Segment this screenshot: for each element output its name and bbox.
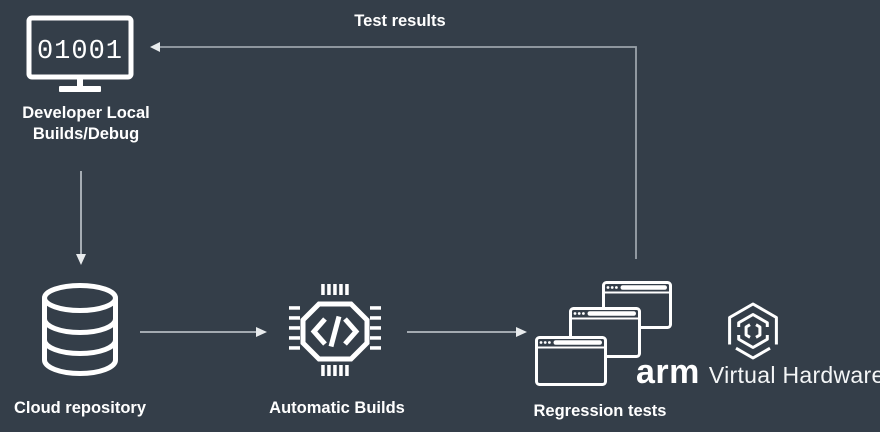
developer-label: Developer Local Builds/Debug — [4, 103, 168, 145]
code-bracket-right — [343, 317, 360, 346]
code-bracket-left — [310, 317, 327, 346]
code-slash — [328, 315, 342, 348]
stacked-windows-icon — [535, 281, 672, 386]
avh-hexagon-icon — [728, 302, 778, 360]
virtual-hardware-text: Virtual Hardware — [708, 362, 880, 388]
bottom-strip — [0, 432, 880, 435]
feedback-arrow — [150, 42, 637, 259]
cloud-repository-label: Cloud repository — [13, 399, 146, 417]
window-front — [535, 336, 607, 386]
developer-label-line2: Builds/Debug — [32, 125, 140, 143]
down-arrow — [76, 171, 86, 265]
flow-arrow-builds-to-tests — [407, 327, 527, 337]
regression-tests-label: Regression tests — [533, 402, 667, 420]
automatic-builds-label: Automatic Builds — [269, 399, 405, 417]
arm-virtual-hardware-branding: arm Virtual Hardware — [636, 351, 880, 395]
binary-screen-text: 01001 — [37, 37, 123, 67]
monitor-binary-icon: 01001 — [26, 15, 134, 92]
database-icon — [42, 283, 118, 376]
flow-arrow-repo-to-builds — [140, 327, 267, 337]
chip-code-icon — [289, 284, 381, 376]
test-results-label: Test results — [354, 12, 446, 30]
developer-label-line1: Developer Local — [22, 104, 150, 122]
arm-logo-text: arm — [636, 353, 700, 391]
